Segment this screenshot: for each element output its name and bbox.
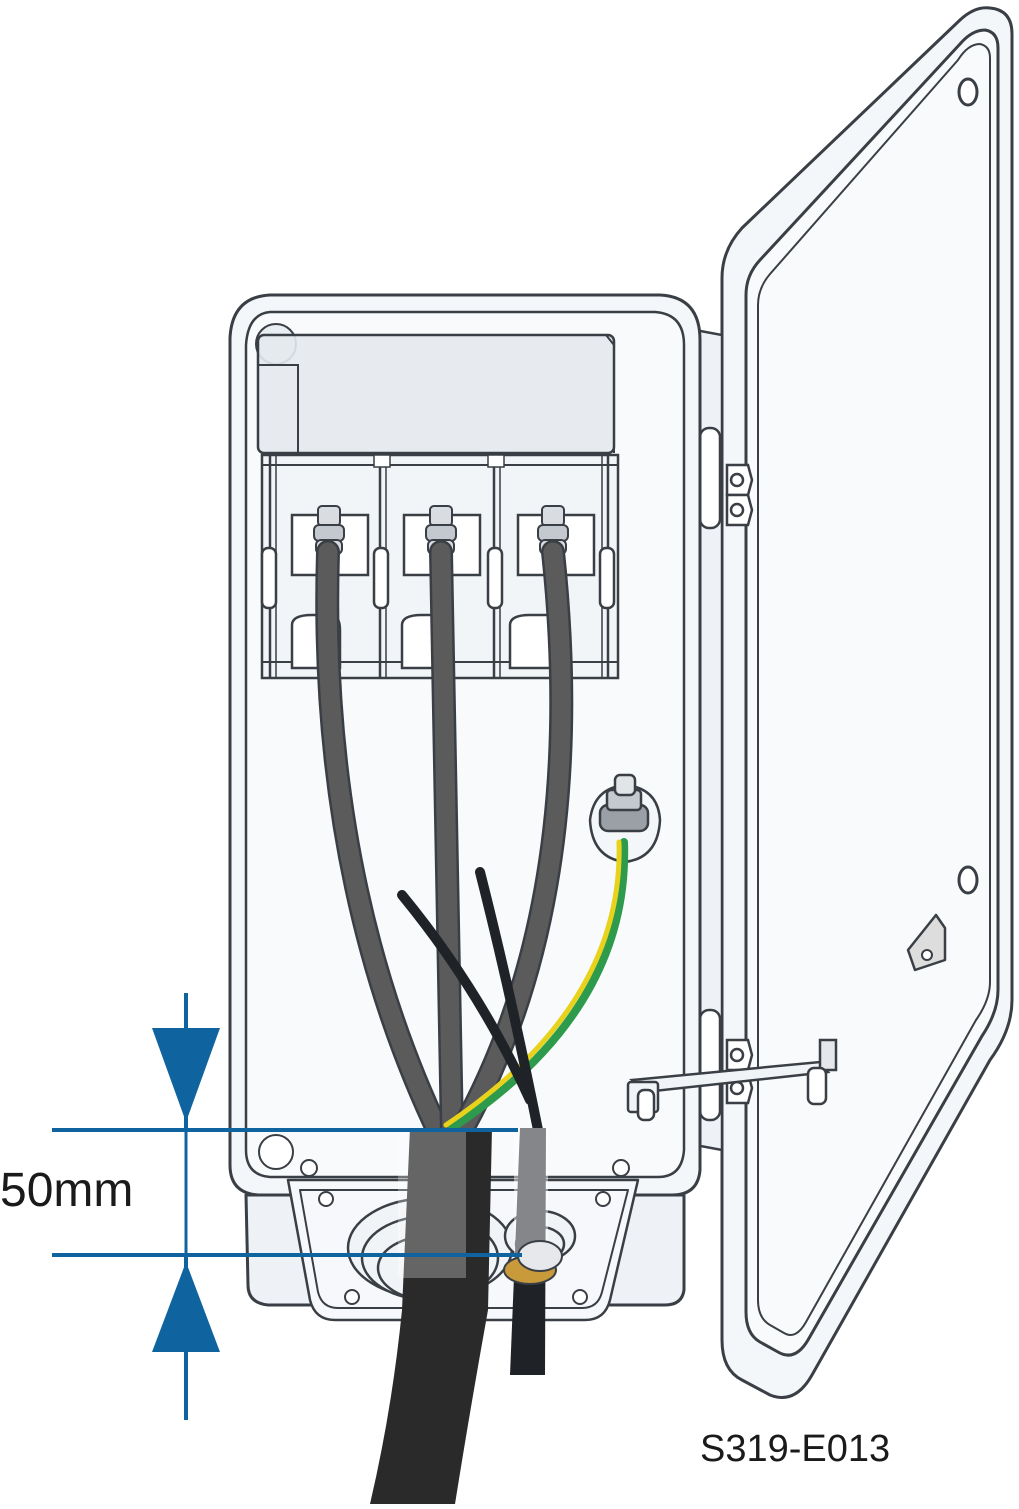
phase-conductors <box>315 540 574 1147</box>
figure-code: S319-E013 <box>700 1428 891 1470</box>
control-wire-1 <box>397 890 535 1105</box>
door-inner <box>744 28 1000 1357</box>
terminal-cover <box>256 333 616 455</box>
door-gasket <box>757 43 991 1336</box>
earth-cable <box>503 1128 563 1375</box>
control-wires <box>397 867 543 1135</box>
earth-wire <box>443 838 629 1132</box>
dimension-arrow-down <box>152 1028 220 1122</box>
dimension-label: 50mm <box>0 1164 134 1217</box>
door-bolt-bottom <box>957 865 979 895</box>
dimension-arrow-up <box>152 1262 220 1352</box>
latch-rod <box>626 1038 838 1122</box>
door <box>720 6 1014 1399</box>
door-latch-catch <box>906 913 947 972</box>
earth-stud <box>588 773 662 864</box>
gland-plate-inner <box>299 1189 629 1309</box>
drain-hole <box>258 1134 294 1170</box>
door-bolt-top <box>957 77 979 107</box>
dimension-indicator <box>52 993 522 1420</box>
control-wire-2 <box>475 867 543 1135</box>
